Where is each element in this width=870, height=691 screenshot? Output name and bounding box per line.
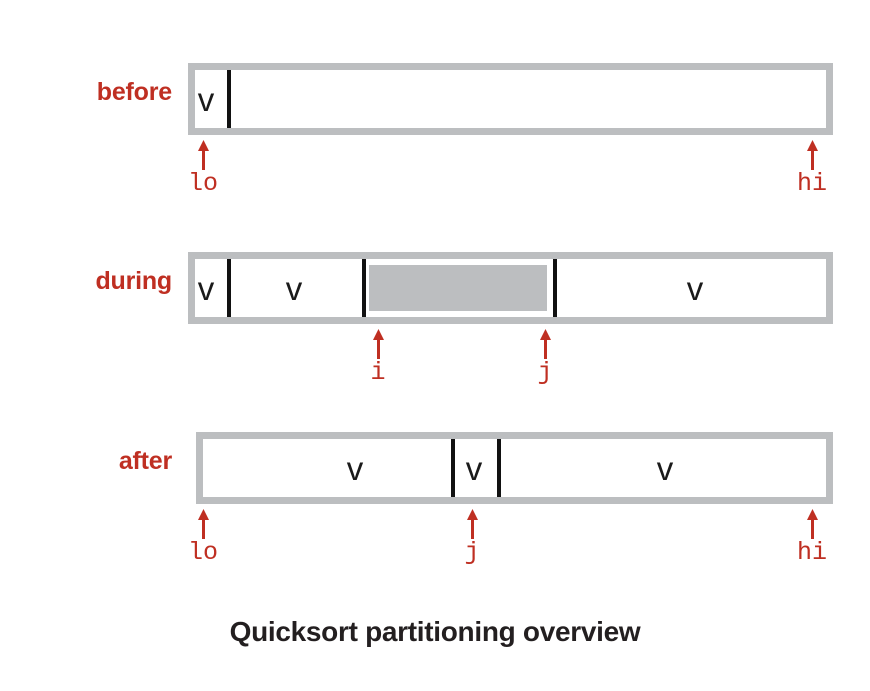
up-arrow-icon [372, 329, 384, 359]
marker-i-during: i [358, 329, 398, 385]
cell-glyph-right-partition: v [686, 270, 704, 307]
up-arrow-icon [806, 509, 818, 539]
marker-j-during: j [525, 329, 565, 385]
row-label-during: during [95, 267, 172, 295]
marker-j-after: j [452, 509, 492, 565]
partition-divider [497, 439, 501, 497]
up-arrow-icon [539, 329, 551, 359]
up-arrow-icon [466, 509, 478, 539]
partition-divider [553, 259, 557, 317]
row-label-after: after [118, 447, 172, 475]
row-label-before: before [96, 78, 172, 106]
cell-glyph-pivot: v [197, 81, 215, 118]
partition-divider [227, 70, 231, 128]
cell-glyph-pivot: v [197, 270, 215, 307]
marker-label: hi [796, 538, 827, 567]
marker-lo-after: lo [183, 509, 223, 565]
cell-glyph-left-partition: v [346, 450, 364, 487]
partition-divider [451, 439, 455, 497]
marker-label: j [464, 538, 480, 567]
cell-glyph-left-partition: v [285, 270, 303, 307]
array-bar-during [188, 252, 833, 324]
cell-glyph-right-partition: v [656, 450, 674, 487]
figure-caption: Quicksort partitioning overview [229, 616, 641, 647]
marker-label: i [370, 358, 386, 387]
marker-label: lo [187, 169, 218, 198]
marker-hi-after: hi [792, 509, 832, 565]
marker-label: lo [187, 538, 218, 567]
up-arrow-icon [197, 140, 209, 170]
marker-hi-before: hi [792, 140, 832, 196]
unexamined-region-block [369, 265, 547, 311]
marker-label: j [537, 358, 553, 387]
partition-divider [227, 259, 231, 317]
cell-glyph-pivot: v [465, 450, 483, 487]
array-bar-before [188, 63, 833, 135]
marker-lo-before: lo [183, 140, 223, 196]
partition-divider [362, 259, 366, 317]
array-bar-after [196, 432, 833, 504]
up-arrow-icon [197, 509, 209, 539]
marker-label: hi [796, 169, 827, 198]
up-arrow-icon [806, 140, 818, 170]
